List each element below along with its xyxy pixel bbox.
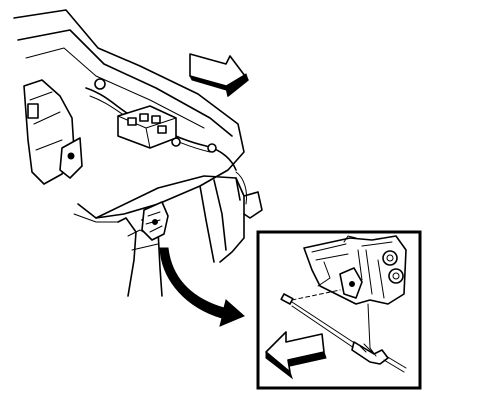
fender-crease xyxy=(25,47,205,129)
bracket-bolt xyxy=(67,152,75,160)
release-cable-main xyxy=(73,213,119,223)
cable-guide xyxy=(235,171,247,205)
latch-bolt-2 xyxy=(388,268,404,284)
cable-lead-dashed xyxy=(291,289,341,301)
callout-curved-arrow xyxy=(159,247,245,327)
direction-arrow-top xyxy=(189,53,249,97)
detail-inset xyxy=(256,230,422,390)
main-assembly xyxy=(13,9,263,297)
latch-bolt-1 xyxy=(382,250,398,266)
fender-outline xyxy=(13,9,245,219)
support-member-3 xyxy=(235,177,263,219)
panel-bracket xyxy=(27,103,39,119)
lower-panel xyxy=(117,217,137,297)
support-member-2 xyxy=(213,179,227,251)
hood-latch-detail xyxy=(303,235,407,305)
hood-latch-main xyxy=(141,201,169,241)
direction-arrow-inset xyxy=(265,331,327,380)
radiator-support-frame xyxy=(95,175,245,263)
release-cable-detail xyxy=(280,289,407,373)
support-member-1 xyxy=(199,185,215,263)
cable-end-fitting xyxy=(280,293,294,305)
fender-inner-edge xyxy=(17,29,233,137)
connector-3 xyxy=(207,143,217,153)
relay-box xyxy=(117,105,177,149)
connector-1 xyxy=(94,78,106,90)
inner-panel-rib xyxy=(29,91,63,151)
